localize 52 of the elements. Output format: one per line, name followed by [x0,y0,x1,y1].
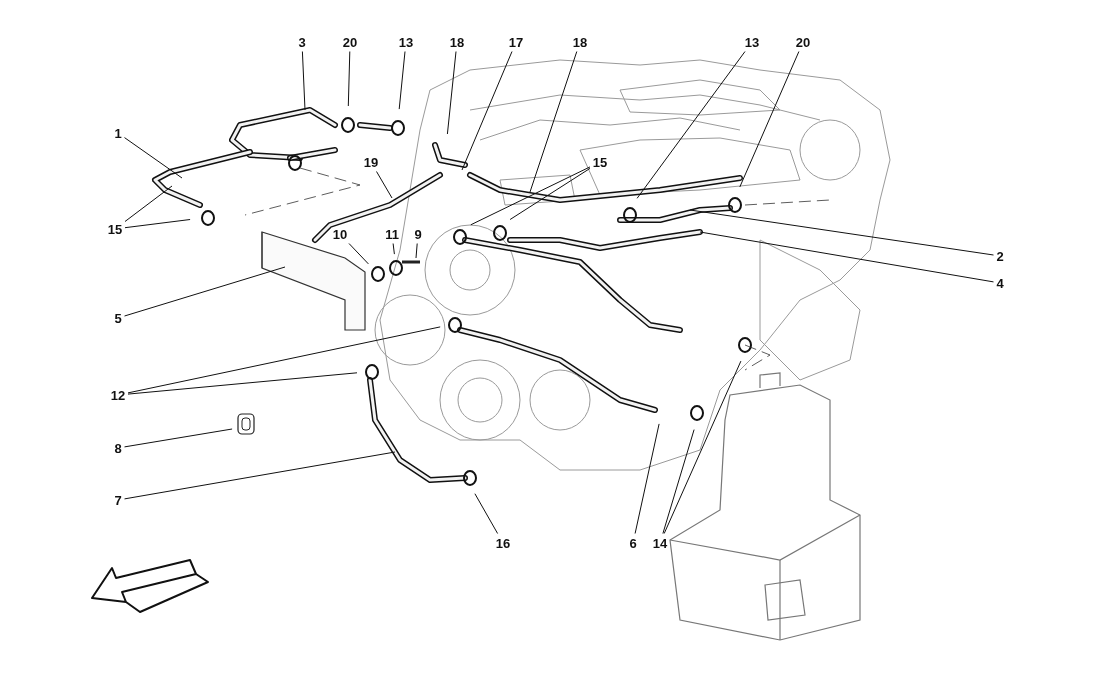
leader-line [398,51,406,110]
leader-line [461,51,513,171]
callout-number: 13 [744,34,760,50]
callout-number: 2 [996,248,1004,264]
callout-number: 3 [298,34,306,50]
callout-number: 5 [114,310,122,326]
leader-line [415,243,418,259]
leader-line [634,423,660,534]
leader-line [124,428,233,448]
callout-number: 17 [508,34,524,50]
leader-line [127,326,441,394]
leader-line [124,266,286,317]
leader-line [529,51,578,193]
callout-number: 12 [110,387,126,403]
callout-number: 11 [385,226,399,242]
callout-number: 6 [629,535,637,551]
callout-number: 19 [363,154,379,170]
callout-number: 20 [795,34,811,50]
leader-line [348,243,369,265]
leader-line [663,360,742,534]
leader-line [124,185,173,222]
leader-line [127,372,358,395]
leader-line [636,51,746,199]
leader-line [392,243,395,255]
callout-number: 1 [114,125,122,141]
leader-line [347,51,351,107]
leader-line [301,51,306,111]
callout-number: 8 [114,440,122,456]
leader-line [124,219,191,229]
leader-line [662,429,695,534]
callout-number: 14 [652,535,668,551]
callout-number: 18 [449,34,465,50]
leader-line [689,209,994,256]
leader-line [446,51,457,135]
callout-number: 7 [114,492,122,508]
leader-line [470,166,591,226]
leader-line [699,231,994,283]
callout-number: 16 [495,535,511,551]
callout-number: 13 [398,34,414,50]
leader-line [124,137,183,179]
callout-number: 18 [572,34,588,50]
leader-line [739,51,800,188]
callout-number: 20 [342,34,358,50]
callout-number: 15 [107,221,123,237]
callout-number: 9 [414,226,422,242]
leader-line [124,451,396,500]
callout-number: 10 [332,226,348,242]
leader-line [376,171,393,199]
callout-number: 15 [592,154,608,170]
callout-number: 4 [996,275,1004,291]
leader-line [474,493,499,534]
leader-line [509,167,591,220]
